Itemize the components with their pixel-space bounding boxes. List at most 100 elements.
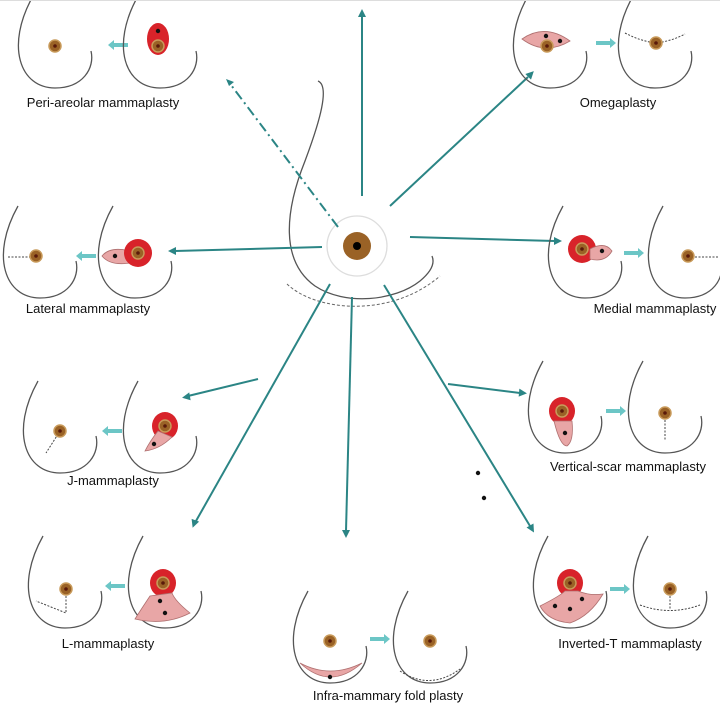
central-incision-dashed [286,275,441,307]
connector-line [174,246,323,252]
nipple [568,581,572,585]
marker-dot [543,33,549,39]
nipple [663,411,667,415]
marker-dot [557,38,563,44]
label-medial: Medial mammaplasty [593,301,717,316]
breast-outline [632,535,708,629]
nipple [654,41,658,45]
skin-excision [134,592,191,622]
label-vertical: Vertical-scar mammaplasty [549,459,707,474]
scar-line [35,589,67,614]
connector-line [383,284,531,527]
breast-outline [627,360,703,454]
arrow-right-icon [610,584,630,594]
arrowhead-icon [554,237,562,245]
breast-outline [97,205,173,299]
nipple [328,639,332,643]
nipple [686,254,690,258]
arrow-left-icon [76,251,96,261]
breast-outline [127,535,203,629]
arrowhead-icon [342,530,350,538]
connector-line [195,283,331,522]
arrow-left-icon [102,426,122,436]
marker-dot [162,610,168,616]
nipple [34,254,38,258]
breast-outline [527,360,603,454]
marker-dot [567,606,573,612]
skin-excision [539,590,604,624]
nipple [156,44,160,48]
nipple [428,639,432,643]
connector-line [345,296,353,532]
breast-outline [617,1,693,89]
central-breast-outline [288,80,434,300]
connector-line [227,80,339,228]
label-j: J-mammaplasty [67,473,159,488]
skin-excision [299,662,363,678]
marker-dot [151,441,157,447]
nipple [53,44,57,48]
skin-excision [144,430,173,452]
breast-outline [2,205,78,299]
marker-dot [155,28,161,34]
breast-outline [647,205,720,299]
arrow-right-icon [370,634,390,644]
nipple [560,409,564,413]
marker-dot [599,248,605,254]
scar-line [639,589,701,611]
label-lateral: Lateral mammaplasty [25,301,151,316]
arrowhead-icon [518,388,527,397]
arrowhead-icon [226,79,234,86]
breast-outline [392,590,468,684]
arrow-left-icon [108,40,128,50]
nipple [668,587,672,591]
arrowhead-icon [168,247,176,255]
label-inverted-t: Inverted-T mammaplasty [558,636,702,651]
arrowhead-icon [191,518,200,528]
arrowhead-icon [525,71,534,80]
breast-outline [27,535,103,629]
marker-dot [481,495,487,501]
nipple [136,251,140,255]
arrowhead-icon [526,523,534,533]
arrowhead-icon [358,9,366,17]
arrow-left-icon [105,581,125,591]
central-areola-ring [326,215,388,277]
nipple [580,247,584,251]
breast-outline [532,535,608,629]
breast-outline [22,380,98,474]
connector-line [409,236,556,242]
marker-dot [579,596,585,602]
arrowhead-icon [182,392,191,401]
scar-line [399,668,461,681]
breast-outline [17,1,93,89]
nipple [58,429,62,433]
label-peri-areolar: Peri-areolar mammaplasty [26,95,180,110]
nipple [161,581,165,585]
arrow-right-icon [606,406,626,416]
marker-dot [475,470,481,476]
marker-dot [112,253,118,259]
connector-line [389,76,529,207]
nipple [163,424,167,428]
connector-line [447,383,521,394]
label-l: L-mammaplasty [61,636,155,651]
label-omegaplasty: Omegaplasty [579,95,657,110]
marker-dot [157,598,163,604]
breast-outline [122,380,198,474]
nipple [545,44,549,48]
marker-dot [562,430,568,436]
connector-line [187,378,259,397]
nipple [64,587,68,591]
label-infra-mammary: Infra-mammary fold plasty [312,688,464,703]
breast-outline [512,1,588,89]
arrow-right-icon [624,248,644,258]
breast-outline [292,590,368,684]
breast-outline [122,1,198,89]
marker-dot [552,603,558,609]
arrow-right-icon [596,38,616,48]
breast-outline [547,205,623,299]
central-nipple [353,242,361,250]
